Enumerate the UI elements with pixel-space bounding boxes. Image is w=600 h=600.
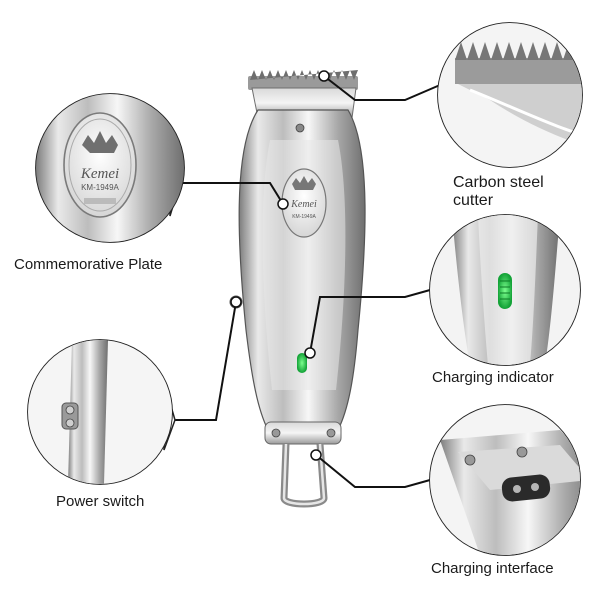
callout-circle-indicator xyxy=(429,214,581,366)
label-carbon-line1: Carbon steel xyxy=(453,174,544,191)
plate-model-text: KM-1949A xyxy=(81,183,119,192)
body-indicator-led xyxy=(297,353,307,373)
body-plate-brand: Kemei xyxy=(290,199,317,210)
plate-brand-text: Kemei xyxy=(80,166,119,182)
label-power-switch: Power switch xyxy=(56,493,145,510)
label-carbon-steel-cutter: Carbon steel cutter xyxy=(453,174,573,210)
blade-teeth xyxy=(248,70,358,90)
callout-circle-switch xyxy=(27,339,176,485)
label-commemorative-plate: Commemorative Plate xyxy=(14,256,163,273)
body-plate: Kemei KM-1949A xyxy=(281,168,327,238)
leader-dots xyxy=(230,70,330,461)
indicator-led-closeup xyxy=(498,273,512,309)
label-carbon-line2: cutter xyxy=(453,192,494,209)
callout-circle-plate: Kemei KM-1949A xyxy=(35,93,185,243)
callout-circle-cutter xyxy=(437,22,583,168)
body-plate-model: KM-1949A xyxy=(292,214,316,220)
hair-clipper: Kemei KM-1949A xyxy=(229,70,366,508)
leader-lines xyxy=(175,75,441,488)
label-charging-interface: Charging interface xyxy=(431,560,554,577)
callout-circle-interface xyxy=(429,404,581,556)
label-charging-indicator: Charging indicator xyxy=(432,369,554,386)
